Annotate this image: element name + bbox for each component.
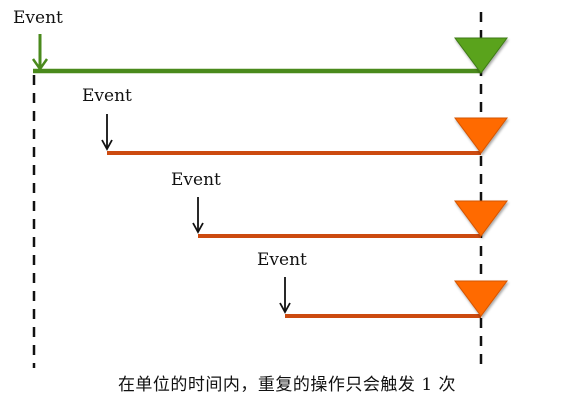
event-arrowhead-4 xyxy=(279,302,291,314)
reset-marker-2 xyxy=(454,117,508,154)
reset-marker-4 xyxy=(454,280,508,317)
diagram-caption: 在单位的时间内，重复的操作只会触发 1 次 xyxy=(117,375,457,395)
event-row-1: Event xyxy=(13,8,508,74)
event-arrowhead-3 xyxy=(192,222,204,234)
event-label-4: Event xyxy=(257,250,307,270)
event-row-4: Event xyxy=(257,250,508,318)
event-row-3: Event xyxy=(171,170,508,238)
event-arrowhead-2 xyxy=(101,139,113,151)
event-label-1: Event xyxy=(13,8,63,28)
event-label-2: Event xyxy=(82,86,132,106)
event-row-2: Event xyxy=(82,86,508,155)
reset-marker-3 xyxy=(454,200,508,237)
event-label-3: Event xyxy=(171,170,221,190)
trigger-marker-1 xyxy=(454,37,508,74)
